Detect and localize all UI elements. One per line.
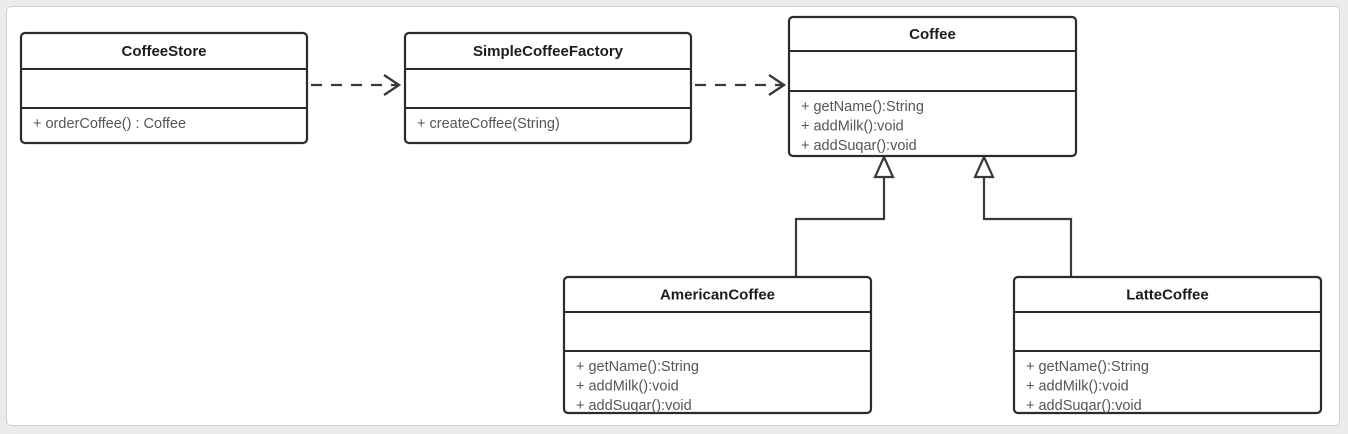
diagram-canvas: CoffeeStore + orderCoffee() : Coffee Simpl…: [6, 6, 1340, 426]
class-box-simple-coffee-factory[interactable]: SimpleCoffeeFactory + createCoffee(String…: [403, 31, 693, 145]
class-method-label: + addMilk():void: [801, 118, 904, 134]
class-method-label: + addSuqar():void: [576, 398, 692, 414]
inheritance-arrowhead-icon: [873, 154, 895, 179]
class-method-label: + getName():String: [801, 99, 924, 115]
inheritance-arrowhead-icon: [973, 154, 995, 179]
class-name-label: CoffeeStore: [121, 43, 206, 60]
class-box-coffee[interactable]: Coffee + getName():String + addMilk():void…: [787, 15, 1078, 158]
class-box-frame: [1012, 275, 1323, 415]
class-method-label: + getName():String: [1026, 359, 1149, 375]
class-box-frame: [403, 31, 693, 145]
relationship-dependency-store-to-factory[interactable]: [311, 74, 402, 96]
relationship-dependency-factory-to-coffee[interactable]: [695, 74, 787, 96]
uml-class-diagram: CoffeeStore + orderCoffee() : Coffee Simpl…: [19, 15, 1323, 415]
class-method-label: + addSuqar():void: [1026, 398, 1142, 414]
class-method-label: + addSuqar():void: [801, 138, 917, 154]
relationship-line: [794, 173, 886, 277]
class-box-layer: CoffeeStore + orderCoffee() : Coffee Simpl…: [19, 15, 1323, 415]
class-method-label: + addMilk():void: [576, 378, 679, 394]
class-method-label: + addMilk():void: [1026, 378, 1129, 394]
relationship-inheritance-latte-to-coffee[interactable]: [973, 154, 1073, 277]
class-box-american-coffee[interactable]: AmericanCoffee + getName():String + addMil…: [562, 275, 873, 415]
relationship-inheritance-american-to-coffee[interactable]: [794, 154, 895, 277]
dependency-arrowhead-icon: [383, 74, 402, 96]
class-box-latte-coffee[interactable]: LatteCoffee + getName():String + addMilk()…: [1012, 275, 1323, 415]
class-box-frame: [562, 275, 873, 415]
class-method-label: + getName():String: [576, 359, 699, 375]
class-box-coffee-store[interactable]: CoffeeStore + orderCoffee() : Coffee: [19, 31, 309, 145]
class-name-label: AmericanCoffee: [660, 286, 775, 303]
class-method-label: + createCoffee(String): [417, 116, 560, 132]
class-method-label: + orderCoffee() : Coffee: [33, 116, 186, 132]
class-name-label: LatteCoffee: [1126, 286, 1209, 303]
relationship-line: [982, 173, 1073, 277]
relationship-layer: [311, 74, 1073, 277]
dependency-arrowhead-icon: [768, 74, 787, 96]
class-name-label: Coffee: [909, 26, 956, 43]
class-name-label: SimpleCoffeeFactory: [473, 43, 624, 60]
class-box-frame: [19, 31, 309, 145]
